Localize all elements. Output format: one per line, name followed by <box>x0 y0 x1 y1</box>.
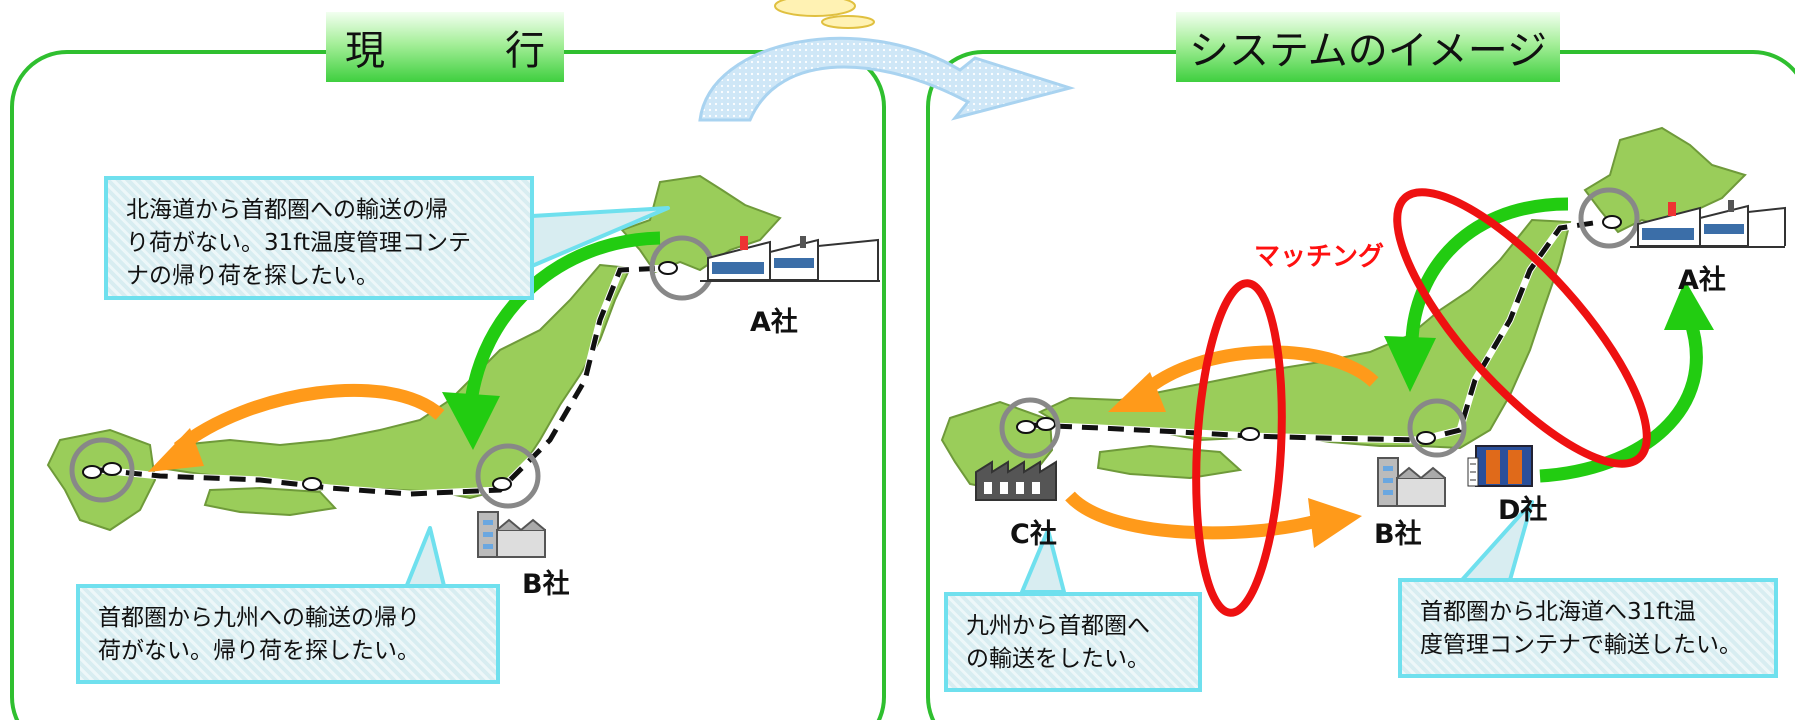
route-node <box>302 477 322 491</box>
callout-tokyo-to-hokkaido: 首都圏から北海道へ31ft温 度管理コンテナで輸送したい。 <box>1398 578 1778 678</box>
kyushu-shape <box>46 428 157 532</box>
company-d-label: D社 <box>1498 495 1548 526</box>
orange-arrowhead-left <box>148 428 204 472</box>
callout-kyushu-to-tokyo: 九州から首都圏へ の輸送をしたい。 <box>944 592 1202 692</box>
panel-title-current: 現 行 <box>326 12 564 82</box>
location-circle-kyushu <box>69 437 135 503</box>
route-node <box>492 477 512 491</box>
building-d-icon <box>1467 445 1533 487</box>
matching-ellipse-west <box>1192 279 1286 617</box>
orange-arrow-right-west <box>1135 345 1379 400</box>
panel-title-system: システムのイメージ <box>1176 12 1560 82</box>
green-arrowhead-right-south <box>1384 336 1436 392</box>
route-right-dash <box>1029 219 1601 443</box>
green-arrowhead-left <box>442 392 500 450</box>
route-node <box>658 261 678 275</box>
green-arrow-right-south <box>1405 197 1569 351</box>
building-b-left-icon <box>477 511 546 558</box>
route-node <box>1240 427 1260 441</box>
company-b-right-label: B社 <box>1374 519 1422 550</box>
location-circle-kyushu <box>999 397 1061 459</box>
route-node <box>1036 417 1056 431</box>
matching-label: マッチング <box>1254 242 1385 272</box>
shikoku-shape <box>1096 444 1243 480</box>
location-circle-hokkaido <box>1578 187 1640 249</box>
shikoku-shape <box>203 486 338 517</box>
matching-ellipse-east <box>1393 188 1651 468</box>
callout-hokkaido-return: 北海道から首都圏への輸送の帰 り荷がない。31ft温度管理コンテ ナの帰り荷を探… <box>104 176 534 300</box>
building-b-right-icon <box>1377 457 1446 507</box>
orange-arrow-right-east <box>1065 491 1322 540</box>
route-node <box>82 465 102 479</box>
company-a-left-label: A社 <box>750 307 798 338</box>
orange-arrowhead-right-east <box>1308 498 1362 548</box>
transition-arrow <box>698 0 1076 122</box>
orange-arrow-left <box>173 383 445 454</box>
route-node <box>1602 215 1622 229</box>
green-arrow-right-north <box>1539 317 1703 483</box>
green-arrowhead-right-north <box>1664 280 1714 330</box>
route-node <box>102 462 122 476</box>
route-node <box>1416 431 1436 445</box>
callout-tokyo-return: 首都圏から九州への輸送の帰り 荷がない。帰り荷を探したい。 <box>76 584 500 684</box>
warehouse-a-left-icon <box>700 236 880 282</box>
location-circle-tokyo <box>475 443 541 509</box>
company-b-left-label: B社 <box>522 569 570 600</box>
factory-c-icon <box>975 460 1057 501</box>
callout-tail-left-bottom <box>403 526 447 592</box>
warehouse-a-right-icon <box>1630 200 1786 248</box>
company-c-label: C社 <box>1010 519 1057 550</box>
route-node <box>1016 420 1036 434</box>
location-circle-tokyo <box>1407 398 1467 458</box>
company-a-right-label: A社 <box>1678 265 1726 296</box>
orange-arrowhead-right-west <box>1108 372 1166 412</box>
